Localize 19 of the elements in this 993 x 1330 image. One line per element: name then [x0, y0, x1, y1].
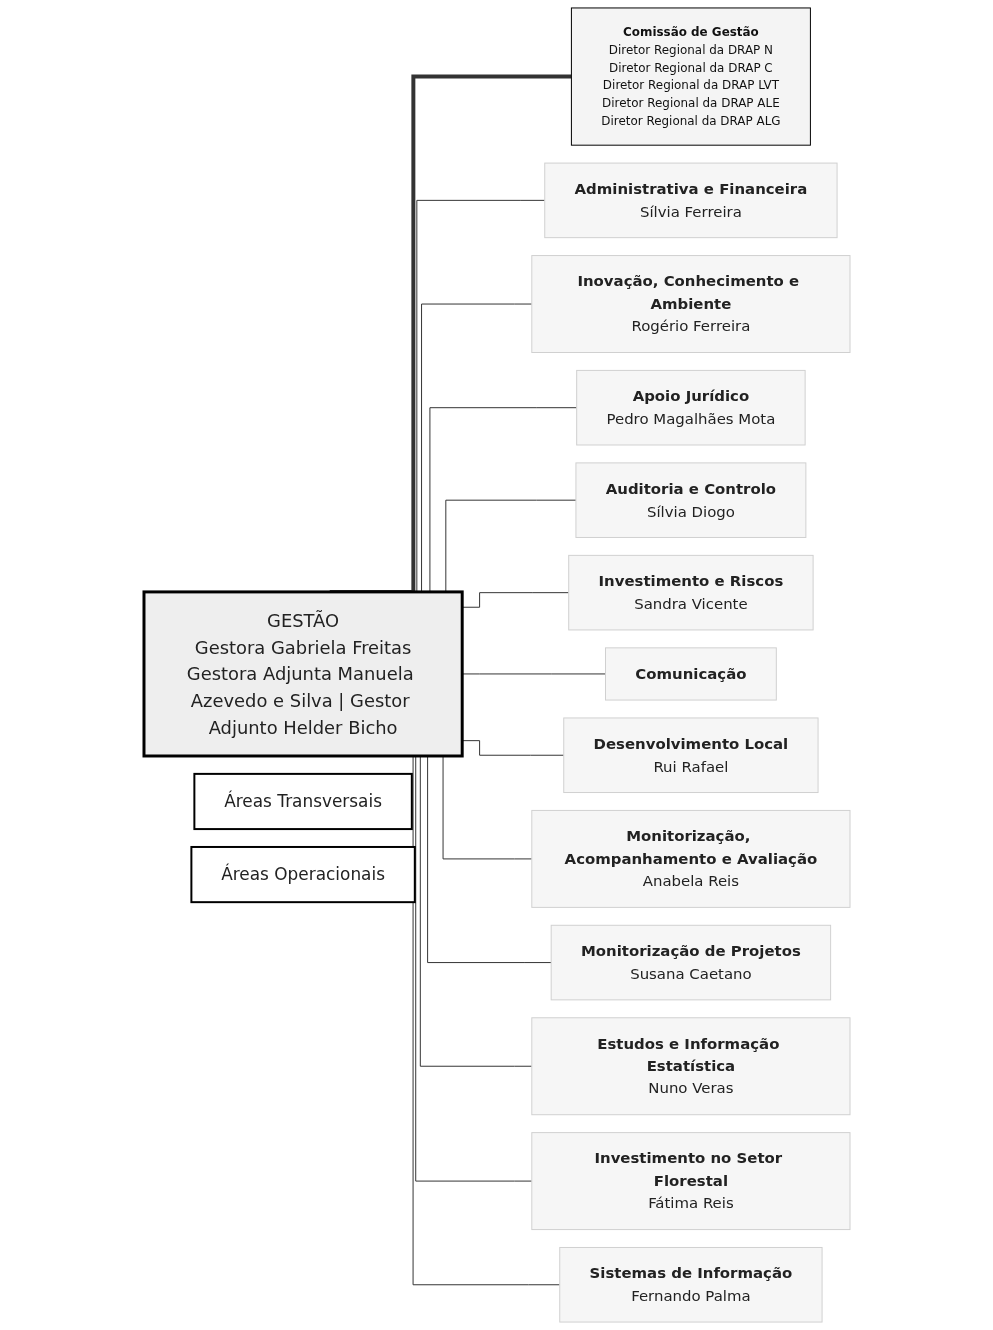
connector [461, 673, 606, 675]
node-box: Monitorização de Projetos Susana Caetano [550, 924, 831, 1001]
node-box: Estudos e Informação Estatística Nuno Veras [530, 1017, 850, 1116]
node-box: Comunicação [604, 647, 777, 701]
node-box: GESTÃO Gestora Gabriela Freitas Gestora Adjunta Manuela Azevedo e Silva | Gestor Adjunto Helder Bicho [142, 590, 464, 758]
node-box: Apoio Jurídico Pedro Magalhães Mota [575, 369, 806, 446]
node-box: Desenvolvimento Local Rui Rafael [562, 717, 819, 794]
node-box: Investimento e Riscos Sandra Vicente [567, 554, 814, 631]
node-box: Áreas Transversais [192, 772, 413, 831]
node-box: Áreas Operacionais [189, 845, 416, 904]
node-box: Comissão de Gestão Diretor Regional da DRAP N Diretor Regional da DRAP C Diretor Regional da DRAP LVT Diretor Regional da DRAP ALE Diretor Regional da DRAP ALG [570, 7, 811, 146]
node-box: Investimento no Setor Florestal Fátima Reis [530, 1132, 850, 1231]
connector [461, 740, 564, 756]
connector [461, 592, 569, 608]
node-box: Sistemas de Informação Fernando Palma [558, 1246, 823, 1323]
node-box: Monitorização, Acompanhamento e Avaliação Anabela Reis [530, 809, 850, 908]
node-box: Inovação, Conhecimento e Ambiente Rogério Ferreira [530, 255, 850, 353]
node-box: Auditoria e Controlo Sílvia Diogo [574, 462, 806, 538]
node-box: Administrativa e Financeira Sílvia Ferreira [543, 162, 838, 239]
